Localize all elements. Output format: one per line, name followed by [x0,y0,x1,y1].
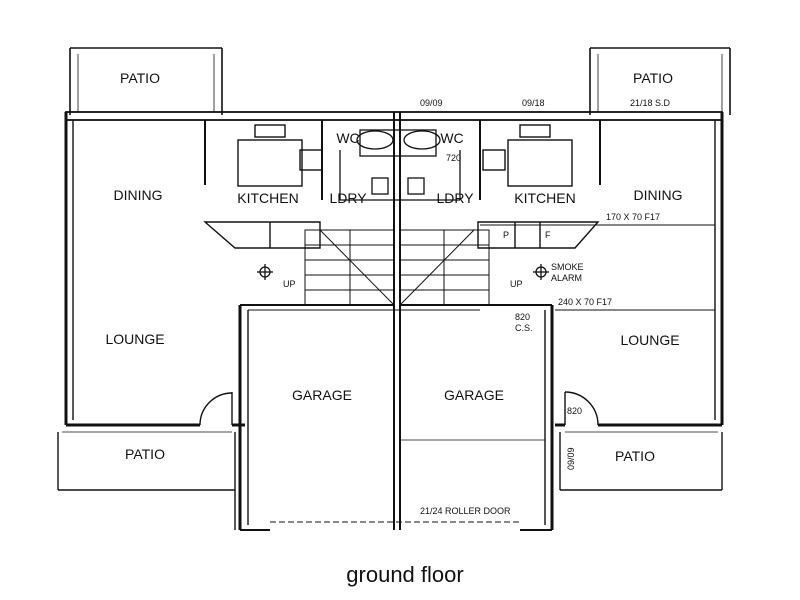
note-smoke-alarm-line2: ALARM [551,273,582,283]
door-swing-left [199,392,233,426]
note-fridge: F [545,230,551,240]
room-label-kitchen-left: KITCHEN [237,190,298,206]
room-label-patio-bottom-right: PATIO [615,448,655,464]
room-label-lounge-right: LOUNGE [620,332,679,348]
room-label-dining-left: DINING [114,187,163,203]
room-label-kitchen-right: KITCHEN [514,190,575,206]
smoke-alarm-right-icon [533,264,549,280]
note-entry-door: 820 [567,406,582,416]
note-smoke-alarm-line1: SMOKE [551,262,584,272]
note-pantry: P [503,230,509,240]
patio-bottom-right-outline [559,431,723,491]
note-cs-door-line1: 820 [515,312,530,322]
room-label-garage-right: GARAGE [444,387,504,403]
note-cs-door-line2: C.S. [515,323,533,333]
kitchen-right-fixtures [477,120,601,249]
garage-walls [238,304,554,531]
room-label-lounge-left: LOUNGE [105,331,164,347]
note-side-window: 09/09 [566,447,576,470]
room-label-garage-left: GARAGE [292,387,352,403]
room-label-wc-left: WC [336,130,359,146]
patio-top-left-outline [69,47,223,115]
room-label-wc-right: WC [440,130,463,146]
patio-bottom-left-outline [57,431,236,530]
door-swing-right [564,391,599,426]
kitchen-left-fixtures [203,120,323,249]
note-sliding-door: 21/18 S.D [630,98,671,108]
smoke-alarm-left-icon [257,264,273,280]
wc-fixtures [339,129,461,201]
room-label-patio-top-left: PATIO [120,70,160,86]
note-stairs-up-right: UP [510,279,523,289]
room-label-dining-right: DINING [634,187,683,203]
note-beam-lounge: 240 X 70 F17 [558,297,612,307]
note-wc-door: 720 [446,153,461,163]
note-beam-dining: 170 X 70 F17 [606,212,660,222]
room-label-patio-bottom-left: PATIO [125,446,165,462]
note-window-left-top: 09/09 [420,98,443,108]
beam-lines [248,224,715,311]
room-label-ldry-right: LDRY [436,190,474,206]
plan-caption: ground floor [346,562,463,587]
patio-top-right-outline [589,47,731,115]
note-stairs-up-left: UP [283,279,296,289]
note-window-mid-top: 09/18 [522,98,545,108]
note-roller-door: 21/24 ROLLER DOOR [420,506,511,516]
outer-walls [64,111,724,530]
stairs-right [399,229,490,306]
stairs-left [304,229,395,306]
room-label-ldry-left: LDRY [329,190,367,206]
room-label-patio-top-right: PATIO [633,70,673,86]
